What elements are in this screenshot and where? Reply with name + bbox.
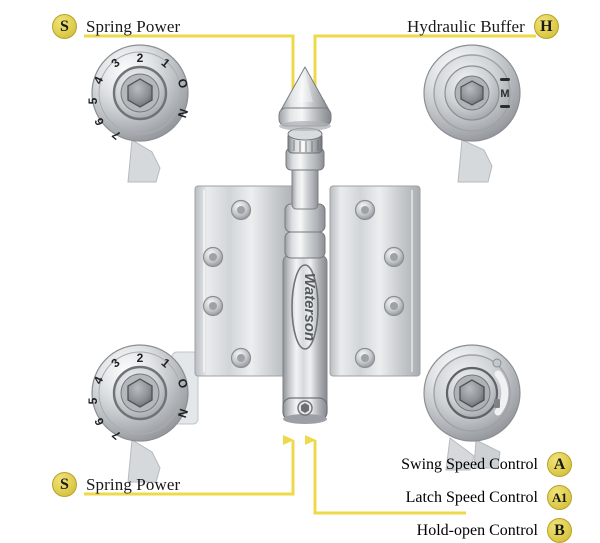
screw-holes-left	[202, 199, 252, 369]
badge-spring-power-top: S	[52, 14, 77, 39]
label-spring-power-top: Spring Power	[86, 17, 181, 36]
hinge-leaf-right	[329, 185, 421, 377]
cone-cap	[278, 66, 332, 131]
waterson-logo: Waterson	[291, 264, 319, 350]
callout-spring-power-bottom: S Spring Power	[52, 472, 180, 497]
svg-text:N: N	[175, 107, 191, 120]
callout-hold-open-control: Hold-open Control B	[417, 518, 572, 543]
spring-dial-top-left: 2 3 4 5 6 7 1 O N	[86, 44, 191, 183]
svg-text:N: N	[175, 407, 191, 420]
label-hydraulic-buffer: Hydraulic Buffer	[407, 17, 525, 36]
control-dial-bottom-right	[423, 344, 521, 471]
svg-text:M: M	[500, 88, 509, 100]
hinge-barrel: Waterson	[278, 66, 332, 424]
badge-hydraulic-buffer: H	[533, 14, 559, 39]
callout-hydraulic-buffer: Hydraulic Buffer H	[407, 14, 559, 39]
callout-control-group: Swing Speed Control A Latch Speed Contro…	[401, 452, 572, 543]
spring-dial-bottom-left: 2 3 4 5 6 7 1 O N	[86, 344, 199, 483]
label-hold-open-control: Hold-open Control	[416, 521, 538, 539]
svg-text:2: 2	[137, 51, 144, 65]
waterson-logo-text: Waterson	[301, 273, 318, 341]
leader-controls	[305, 435, 466, 515]
hinge-leaf-left	[194, 185, 298, 377]
leader-spring-top	[84, 34, 303, 110]
leader-hydraulic	[313, 34, 536, 110]
badge-spring-power-bottom: S	[52, 472, 77, 497]
label-latch-speed-control: Latch Speed Control	[405, 488, 538, 506]
callout-swing-speed-control: Swing Speed Control A	[401, 452, 572, 477]
adjustment-collar	[287, 127, 323, 154]
svg-text:5: 5	[86, 397, 100, 404]
callout-latch-speed-control: Latch Speed Control A1	[406, 485, 572, 510]
badge-hold-open-control: B	[547, 518, 572, 543]
buffer-dial-top-right: M	[423, 44, 521, 183]
barrel-bottom-cap	[282, 397, 328, 424]
svg-text:5: 5	[86, 97, 100, 104]
leader-lines	[84, 34, 536, 515]
label-swing-speed-control: Swing Speed Control	[401, 455, 538, 473]
leader-spring-bottom	[84, 435, 295, 496]
svg-text:2: 2	[137, 351, 144, 365]
callout-spring-power-top: S Spring Power	[52, 14, 180, 39]
badge-latch-speed-control: A1	[547, 485, 572, 510]
screw-holes-right	[354, 199, 405, 369]
label-spring-power-bottom: Spring Power	[86, 475, 181, 494]
badge-swing-speed-control: A	[547, 452, 572, 477]
